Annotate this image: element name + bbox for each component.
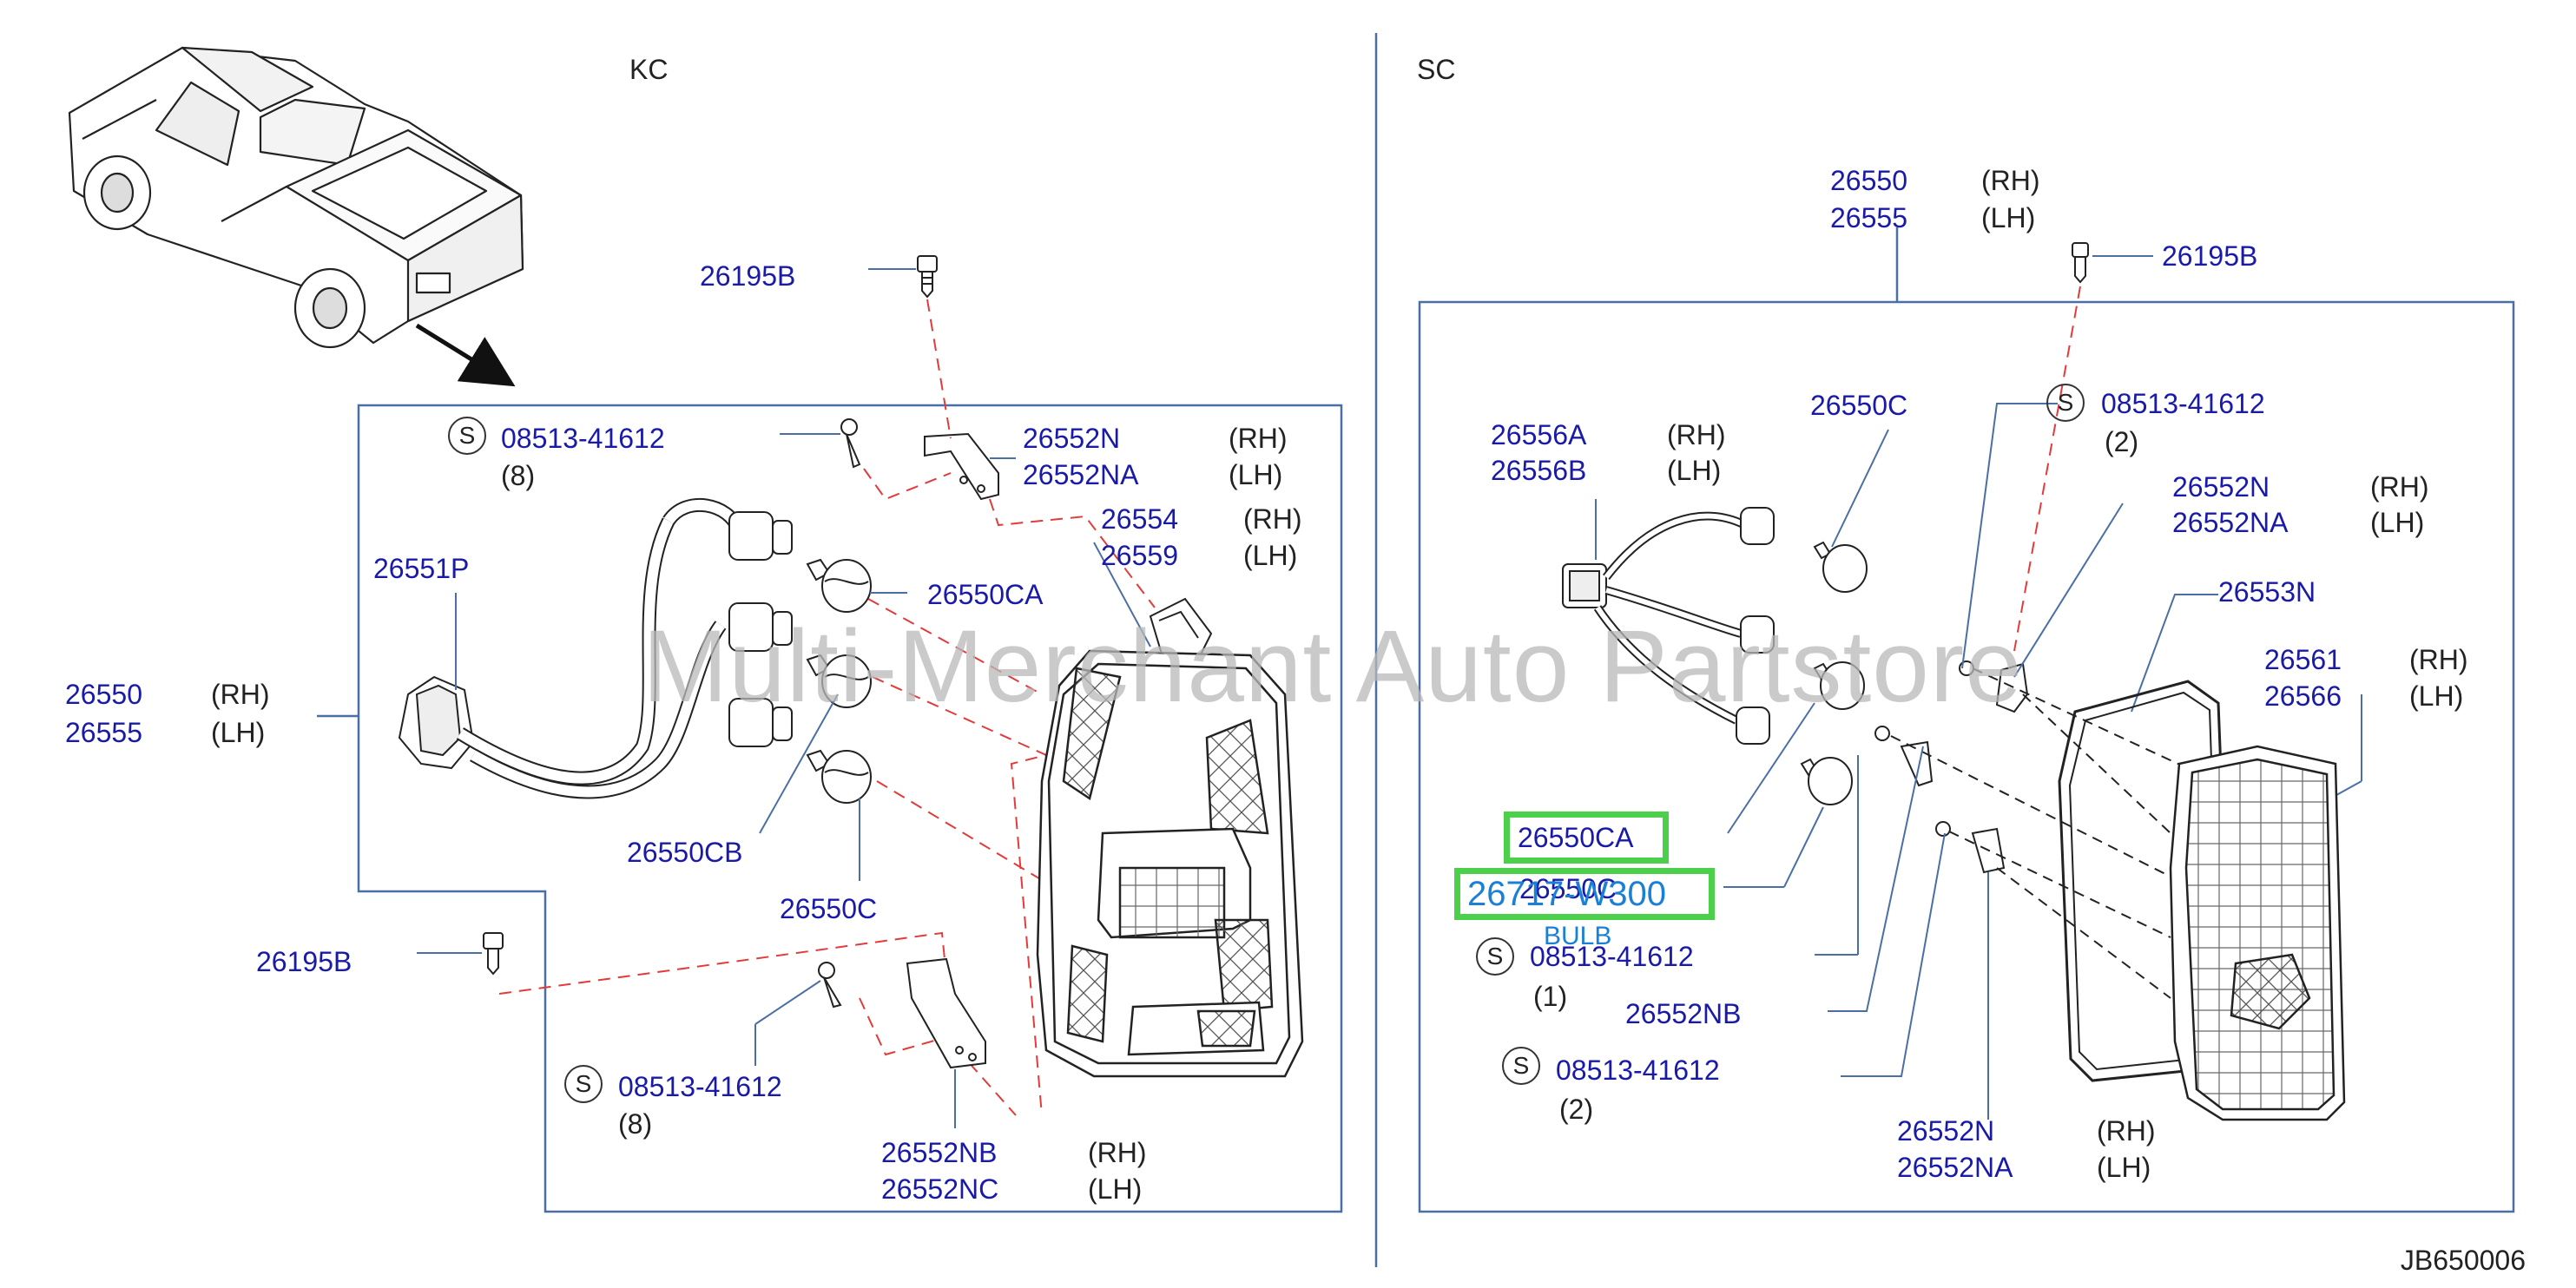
part-number[interactable]: 26550CB [627,837,743,868]
screw-icon [840,418,861,469]
part-number[interactable]: 26551P [373,553,470,584]
part-number[interactable]: 08513-41612 [1530,941,1694,972]
part-number[interactable]: 26561 [2264,644,2342,675]
standard-part-badge: S [564,1065,603,1103]
standard-part-badge: S [2046,384,2085,422]
part-number[interactable]: 08513-41612 [501,423,665,454]
part-number[interactable]: 26550C [1810,390,1908,421]
quantity: (8) [618,1108,653,1140]
side-rh: (RH) [1229,423,1288,454]
section-label-sc: SC [1417,54,1456,85]
part-number[interactable]: 26555 [65,717,142,748]
part-number-obscured[interactable]: 26550C [1519,873,1617,904]
bulb-icon [806,558,872,804]
part-number[interactable]: 08513-41612 [2101,388,2265,419]
view-arrow [415,323,516,387]
quantity: (1) [1533,981,1568,1012]
part-number-highlighted[interactable]: 26717-W300 [1467,875,1667,913]
part-number[interactable]: 26552NA [1023,459,1139,490]
part-number-highlighted[interactable]: 26550CA [1518,822,1634,853]
side-lh: (LH) [1088,1173,1143,1205]
part-number[interactable]: 08513-41612 [1556,1055,1720,1086]
part-number[interactable]: 26552NA [2172,507,2289,538]
red-leader-lines [498,299,1156,1116]
tail-lamp-lens-icon [2169,745,2346,1121]
bolt-icon [917,255,938,299]
part-number[interactable]: 26566 [2264,680,2342,712]
side-lh: (LH) [211,717,266,748]
diagram-reference: JB650006 [2400,1245,2526,1276]
highlight-box [1504,812,1669,864]
standard-part-badge: S [1502,1047,1540,1085]
screw-icon [818,962,842,1009]
truck-illustration [68,46,524,349]
quantity: (8) [501,460,536,491]
bolt-icon [2072,242,2089,284]
part-number[interactable]: 26552NB [881,1137,998,1168]
part-number[interactable]: 26550CA [927,579,1044,610]
side-rh: (RH) [1088,1137,1147,1168]
section-label-kc: KC [629,54,669,85]
wire-harness-icon [1562,507,1775,745]
side-lh: (LH) [1243,540,1298,571]
part-number[interactable]: 26555 [1830,202,1907,233]
part-number[interactable]: 26556A [1491,419,1587,450]
part-number[interactable]: 08513-41612 [618,1071,782,1102]
side-rh: (RH) [2097,1115,2156,1147]
quantity: (2) [2105,426,2139,457]
part-number[interactable]: 26552NB [1625,998,1742,1029]
part-number[interactable]: 26195B [256,946,352,977]
side-lh: (LH) [2409,680,2464,712]
side-lh: (LH) [2097,1152,2151,1183]
part-number[interactable]: 26552NA [1897,1152,2013,1183]
standard-part-badge: S [448,417,486,455]
part-number[interactable]: 26550 [1830,165,1907,196]
part-number[interactable]: 26552N [1897,1115,1995,1147]
side-lh: (LH) [1667,455,1722,486]
side-lh: (LH) [1229,459,1283,490]
watermark: Multi-Merchant Auto Partstore [642,609,2023,724]
part-number[interactable]: 26554 [1101,503,1178,535]
standard-part-badge: S [1476,937,1514,976]
side-rh: (RH) [2409,644,2468,675]
right-assembly-frame [1418,300,2515,1213]
part-number[interactable]: 26559 [1101,540,1178,571]
part-number[interactable]: 26195B [700,260,796,292]
left-assembly-frame [357,404,1343,1213]
bracket-icon [906,957,986,1069]
bolt-icon [483,932,504,976]
part-number[interactable]: 26556B [1491,455,1587,486]
side-lh: (LH) [1981,202,2036,233]
bracket-icon [924,432,999,501]
side-lh: (LH) [2370,507,2425,538]
side-rh: (RH) [2370,471,2429,503]
screw-icon [1874,660,1974,837]
quantity: (2) [1559,1094,1594,1125]
side-rh: (RH) [1981,165,2040,196]
tail-lamp-lens-icon [1036,649,1304,1078]
side-rh: (RH) [1667,419,1726,450]
part-number[interactable]: 26552N [1023,423,1121,454]
bulb-icon [1800,541,1868,805]
part-number[interactable]: 26552N [2172,471,2270,503]
part-number[interactable]: 26550C [780,893,878,924]
part-number[interactable]: 26550 [65,679,142,710]
bulb-socket-icon [728,511,793,747]
part-number[interactable]: 26552NC [881,1173,999,1205]
bulb-caption: BULB [1544,922,1612,950]
side-rh: (RH) [211,679,270,710]
part-number[interactable]: 26553N [2218,576,2316,608]
side-rh: (RH) [1243,503,1302,535]
part-number[interactable]: 26195B [2162,240,2258,272]
highlight-box [1454,868,1715,920]
